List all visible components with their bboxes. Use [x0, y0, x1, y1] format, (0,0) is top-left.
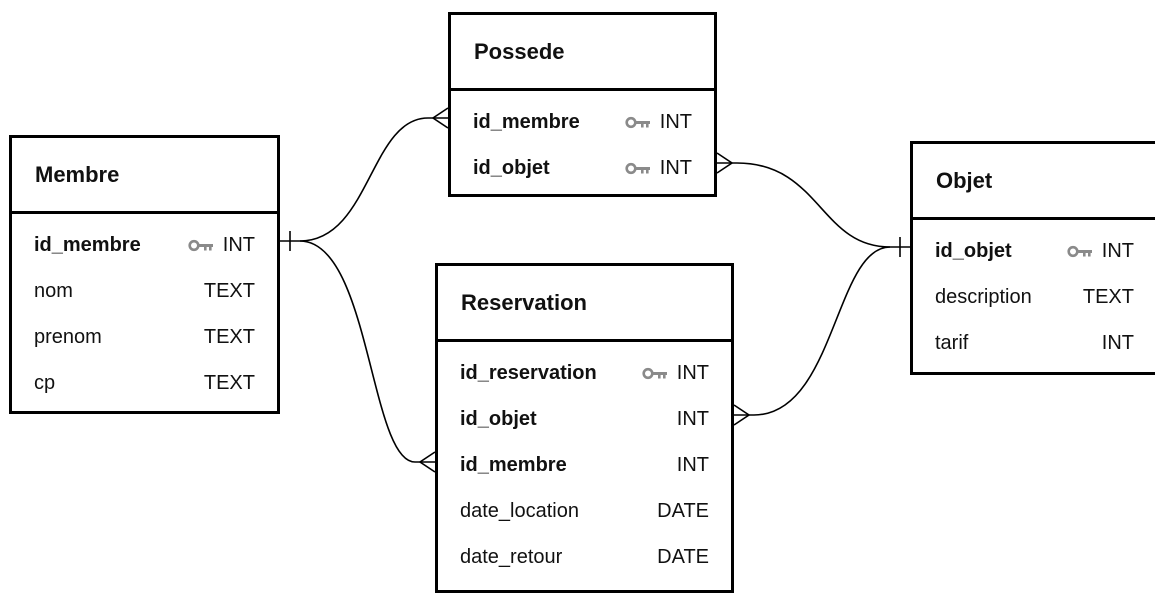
field-name: id_objet: [473, 156, 550, 179]
entity-fields-objet: id_objet INT description TEXT tarif INT: [913, 220, 1155, 366]
entity-fields-reservation: id_reservation INT id_objet INT id_membr…: [438, 342, 731, 580]
field-name: tarif: [935, 331, 969, 354]
field-row: cp TEXT: [12, 360, 277, 406]
entity-title-objet: Objet: [913, 144, 1155, 220]
key-icon: [625, 116, 652, 129]
field-name: date_location: [460, 499, 579, 522]
field-row: date_location DATE: [438, 488, 731, 534]
field-row: nom TEXT: [12, 268, 277, 314]
relationship-objet-possede: [717, 162, 910, 248]
field-name: id_reservation: [460, 361, 597, 384]
field-name: date_retour: [460, 545, 563, 568]
entity-title-reservation: Reservation: [438, 266, 731, 342]
field-name: id_membre: [34, 233, 141, 256]
field-type: TEXT: [203, 371, 255, 394]
field-type: INT: [676, 361, 709, 384]
field-type: TEXT: [1082, 285, 1134, 308]
field-row: prenom TEXT: [12, 314, 277, 360]
entity-fields-membre: id_membre INT nom TEXT prenom TEXT cp TE…: [12, 214, 277, 406]
field-row: id_reservation INT: [438, 350, 731, 396]
crowsfoot-reservation-membre: [418, 451, 436, 473]
field-row: id_objet INT: [438, 396, 731, 442]
field-row: date_retour DATE: [438, 534, 731, 580]
field-row: tarif INT: [913, 320, 1155, 366]
field-type: TEXT: [203, 325, 255, 348]
key-icon: [1067, 245, 1094, 258]
field-row: id_objet INT: [451, 145, 714, 191]
field-type: INT: [659, 156, 692, 179]
key-icon: [625, 162, 652, 175]
entity-objet[interactable]: Objet id_objet INT description TEXT tari…: [910, 141, 1155, 375]
entity-fields-possede: id_membre INT id_objet INT: [451, 91, 714, 191]
relationship-membre-reservation: [299, 240, 435, 463]
field-row: id_membre INT: [12, 222, 277, 268]
entity-possede[interactable]: Possede id_membre INT id_objet INT: [448, 12, 717, 197]
field-type: INT: [222, 233, 255, 256]
relationship-objet-reservation: [734, 246, 891, 416]
field-row: id_objet INT: [913, 228, 1155, 274]
field-row: description TEXT: [913, 274, 1155, 320]
field-type: INT: [1101, 331, 1134, 354]
field-type: INT: [1101, 239, 1134, 262]
field-type: INT: [676, 407, 709, 430]
field-name: id_membre: [473, 110, 580, 133]
field-row: id_membre INT: [451, 99, 714, 145]
crowsfoot-reservation-objet: [733, 404, 751, 426]
field-name: prenom: [34, 325, 102, 348]
field-name: id_membre: [460, 453, 567, 476]
field-type: DATE: [657, 545, 709, 568]
field-name: cp: [34, 371, 56, 394]
relationship-membre-possede: [280, 117, 448, 242]
entity-title-possede: Possede: [451, 15, 714, 91]
crowsfoot-possede-membre: [431, 107, 449, 129]
field-name: description: [935, 285, 1032, 308]
key-icon: [188, 239, 215, 252]
field-type: TEXT: [203, 279, 255, 302]
field-type: INT: [676, 453, 709, 476]
field-name: id_objet: [460, 407, 537, 430]
field-row: id_membre INT: [438, 442, 731, 488]
field-type: INT: [659, 110, 692, 133]
entity-title-membre: Membre: [12, 138, 277, 214]
field-name: nom: [34, 279, 73, 302]
crowsfoot-possede-objet: [716, 152, 734, 174]
key-icon: [642, 367, 669, 380]
entity-reservation[interactable]: Reservation id_reservation INT id_objet …: [435, 263, 734, 593]
field-type: DATE: [657, 499, 709, 522]
field-name: id_objet: [935, 239, 1012, 262]
entity-membre[interactable]: Membre id_membre INT nom TEXT prenom TEX…: [9, 135, 280, 414]
